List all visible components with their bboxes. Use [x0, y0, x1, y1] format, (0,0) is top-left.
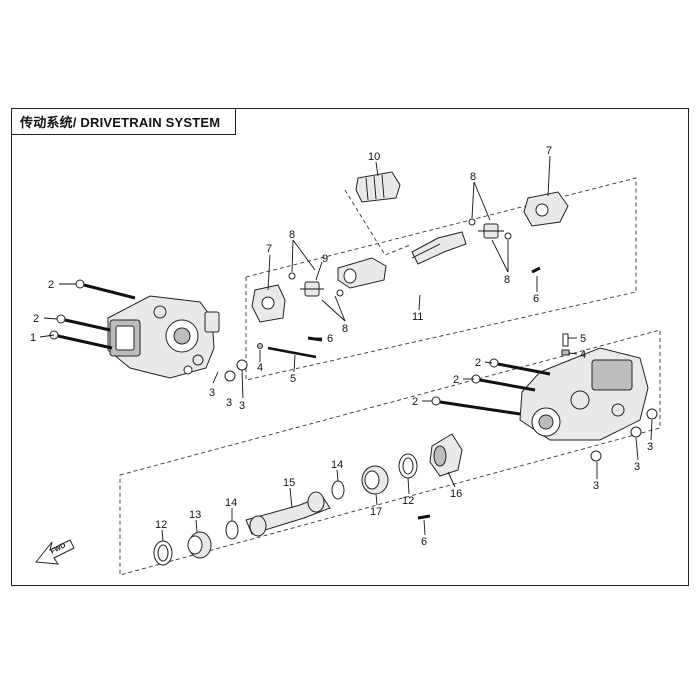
callout-5-b: 5	[580, 333, 586, 345]
callout-3-e: 3	[634, 461, 640, 473]
callout-12-a: 12	[155, 519, 167, 531]
title-box: 传动系统/ DRIVETRAIN SYSTEM	[11, 108, 236, 135]
callout-7-b: 7	[546, 145, 552, 157]
callout-8-a: 8	[289, 229, 295, 241]
universal-joint-left	[288, 272, 344, 297]
slip-yoke	[337, 257, 387, 289]
nuts-left	[183, 359, 248, 382]
callout-8-b: 8	[342, 323, 348, 335]
callout-3-f: 3	[593, 480, 599, 492]
diagram-frame	[11, 108, 689, 586]
callout-6-c: 6	[421, 536, 427, 548]
callout-14-a: 14	[225, 497, 237, 509]
callout-8-c: 8	[470, 171, 476, 183]
seal-ring-12-left	[153, 540, 173, 566]
callout-11: 11	[412, 311, 423, 323]
driveshaft-rod	[257, 343, 317, 359]
callout-6-b: 6	[533, 293, 539, 305]
callout-17: 17	[370, 506, 382, 518]
callout-4-a: 4	[257, 362, 263, 374]
callout-2-a: 2	[48, 279, 54, 291]
seal-ring-12-right	[398, 453, 418, 479]
bolt-6-lower	[417, 514, 431, 520]
callout-5-a: 5	[290, 373, 296, 385]
callout-12-b: 12	[402, 495, 414, 507]
callout-labels: 1 2 2 3 3 3 4 5 6 7 8 9 8 10 11 7 8 8 6 …	[30, 145, 653, 548]
bellows-17	[361, 465, 389, 495]
callout-6-a: 6	[327, 333, 333, 345]
callout-3-a: 3	[209, 387, 215, 399]
output-flange-16	[429, 433, 463, 477]
callout-3-d: 3	[647, 441, 653, 453]
flange-yoke-right	[523, 191, 569, 227]
callout-2-d: 2	[453, 374, 459, 386]
bolts-upper	[307, 266, 541, 342]
universal-joint-right	[468, 218, 512, 240]
callout-9: 9	[322, 253, 328, 265]
halfshaft-15	[245, 491, 331, 537]
callout-2-b: 2	[33, 313, 39, 325]
bearing-13	[187, 531, 212, 559]
callout-1: 1	[30, 332, 36, 344]
boot-callout-outline	[344, 189, 411, 256]
callout-3-b: 3	[226, 397, 232, 409]
upper-driveshaft-group-outline	[245, 177, 637, 381]
leader-lines	[39, 155, 653, 542]
callout-15: 15	[283, 477, 295, 489]
bolt-left-low	[49, 330, 113, 350]
diagram-title: 传动系统/ DRIVETRAIN SYSTEM	[20, 115, 221, 130]
bolt-left-top	[75, 279, 136, 300]
callout-13: 13	[189, 509, 201, 521]
callout-4-b: 4	[580, 349, 586, 361]
bolts-right	[431, 333, 658, 462]
callout-16: 16	[450, 488, 462, 500]
propeller-shaft	[411, 231, 467, 265]
front-differential	[107, 295, 220, 379]
circlip-14-right	[331, 480, 345, 500]
callout-3-c: 3	[239, 400, 245, 412]
callout-7-a: 7	[266, 243, 272, 255]
callout-8-d: 8	[504, 274, 510, 286]
fwd-arrow-icon: FWD	[35, 539, 75, 565]
callout-2-e: 2	[412, 396, 418, 408]
callout-10: 10	[368, 151, 380, 163]
rear-differential	[519, 347, 649, 441]
flange-yoke-left	[251, 284, 286, 323]
callout-14-b: 14	[331, 459, 343, 471]
callout-2-c: 2	[475, 357, 481, 369]
boot	[355, 171, 401, 203]
circlip-14-left	[225, 520, 239, 540]
bolt-left-mid	[56, 314, 111, 332]
